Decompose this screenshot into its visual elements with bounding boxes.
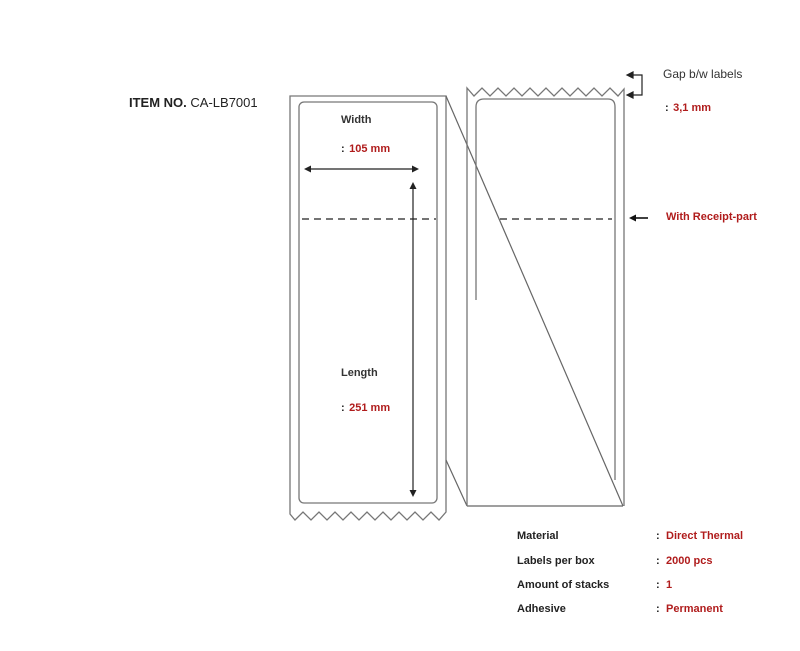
- width-arrow-icon: [304, 165, 419, 173]
- spec-key: Amount of stacks: [517, 579, 610, 591]
- spec-colon: :: [656, 530, 660, 542]
- spec-row-adhesive: Adhesive : Permanent: [517, 603, 777, 619]
- spec-key: Material: [517, 530, 559, 542]
- gap-value: 3,1 mm: [673, 102, 712, 114]
- spec-value: Permanent: [666, 603, 723, 615]
- item-number-label: ITEM NO.: [129, 95, 187, 110]
- width-label: Width: [341, 114, 372, 126]
- length-value: 251 mm: [349, 402, 391, 414]
- gap-value-row: : 3,1 mm: [665, 98, 711, 116]
- spec-key: Adhesive: [517, 603, 566, 615]
- spec-value: 2000 pcs: [666, 555, 713, 567]
- width-value: 105 mm: [349, 143, 391, 155]
- spec-row-labels-per-box: Labels per box : 2000 pcs: [517, 555, 777, 571]
- fold-sheet: [445, 95, 624, 507]
- spec-row-material: Material : Direct Thermal: [517, 530, 777, 546]
- gap-label: Gap b/w labels: [663, 67, 743, 81]
- length-label: Length: [341, 367, 378, 379]
- length-value-row: : 251 mm: [341, 398, 390, 416]
- back-label-stack: [466, 86, 625, 506]
- item-number-value: CA-LB7001: [190, 95, 258, 110]
- spec-row-stacks: Amount of stacks : 1: [517, 579, 777, 595]
- receipt-label: With Receipt-part: [666, 211, 757, 223]
- front-label-stack: [289, 95, 447, 521]
- gap-colon: :: [665, 102, 669, 114]
- spec-colon: :: [656, 555, 660, 567]
- width-value-row: : 105 mm: [341, 139, 390, 157]
- receipt-arrow-icon: [629, 214, 648, 222]
- gap-bracket: [625, 71, 643, 99]
- spec-value: Direct Thermal: [666, 530, 744, 542]
- spec-colon: :: [656, 603, 660, 615]
- width-colon: :: [341, 143, 345, 155]
- spec-value: 1: [666, 579, 673, 591]
- length-colon: :: [341, 402, 345, 414]
- spec-colon: :: [656, 579, 660, 591]
- item-number: ITEM NO. CA-LB7001: [129, 95, 258, 110]
- length-arrow-icon: [409, 182, 417, 497]
- spec-key: Labels per box: [517, 555, 595, 567]
